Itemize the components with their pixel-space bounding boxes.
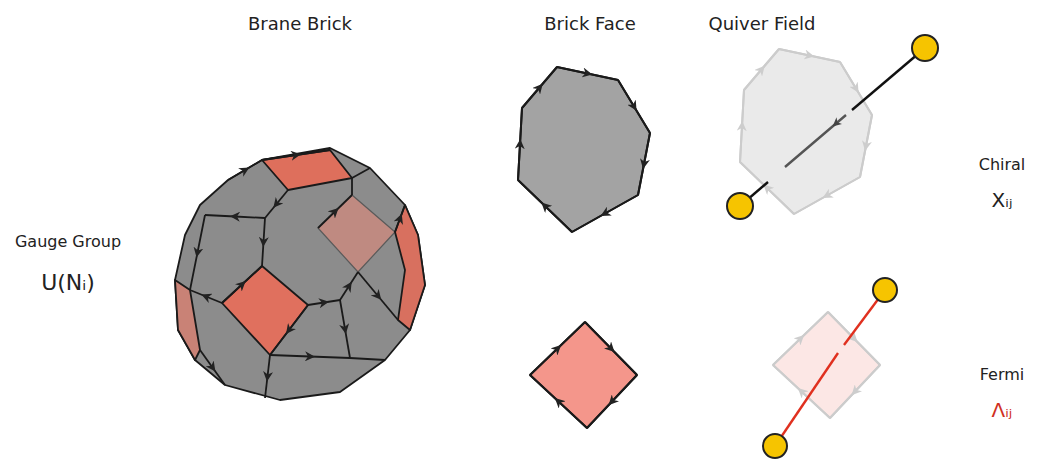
- brane-brick: [175, 148, 425, 400]
- chiral-quiver: [727, 35, 938, 219]
- field-symbol: Xᵢⱼ: [992, 188, 1013, 212]
- gauge-symbol: U(Nᵢ): [41, 270, 95, 296]
- column-heading: Quiver Field: [709, 13, 816, 35]
- column-heading: Brane Brick: [248, 13, 352, 35]
- fermi-quiver: [763, 278, 897, 458]
- field-symbol: Λᵢⱼ: [992, 398, 1013, 422]
- chiral-face: [518, 67, 650, 232]
- field-label: Chiral: [979, 155, 1026, 174]
- fermi-face: [530, 322, 637, 428]
- field-label: Fermi: [980, 365, 1025, 384]
- gauge-label: Gauge Group: [15, 232, 121, 251]
- column-heading: Brick Face: [544, 13, 636, 35]
